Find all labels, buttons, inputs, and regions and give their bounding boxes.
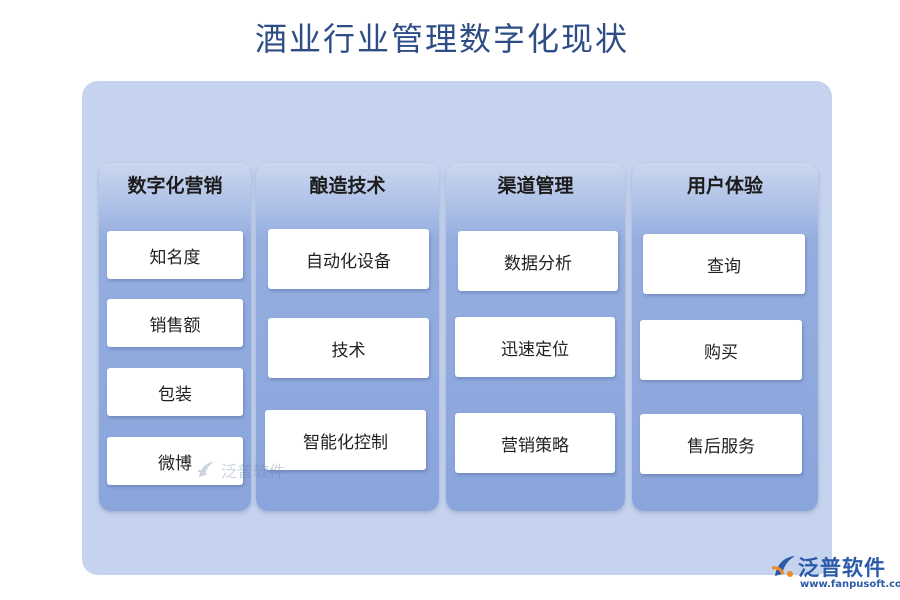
item-box: 自动化设备 [268,229,429,289]
column-heading: 数字化营销 [127,175,223,197]
watermark-text: 泛普软件 [221,462,286,481]
column-heading: 酿造技术 [309,175,386,197]
brand-name: 泛普软件 [798,556,886,580]
item-box: 营销策略 [455,413,615,473]
item-box: 售后服务 [640,414,802,474]
item-box: 微博 [107,437,243,485]
brand-logo[interactable]: 泛普软件 www.fanpusoft.com [768,552,900,594]
watermark: 泛普软件 [195,458,285,482]
item-box: 购买 [640,320,802,380]
column-heading: 渠道管理 [497,175,574,197]
item-box: 智能化控制 [265,410,426,470]
item-box: 查询 [643,234,805,294]
item-box: 数据分析 [458,231,618,291]
fanpu-logo-icon [771,556,795,577]
page-title: 酒业行业管理数字化现状 [0,14,900,60]
column-heading: 用户体验 [686,175,763,197]
page-title-text: 酒业行业管理数字化现状 [254,20,629,58]
brand-url: www.fanpusoft.com [800,579,900,590]
item-box: 技术 [268,318,429,378]
item-box: 包装 [107,368,243,416]
item-box: 知名度 [107,231,243,279]
item-box: 迅速定位 [455,317,615,377]
watermark-logo-icon [197,462,214,477]
item-box: 销售额 [107,299,243,347]
